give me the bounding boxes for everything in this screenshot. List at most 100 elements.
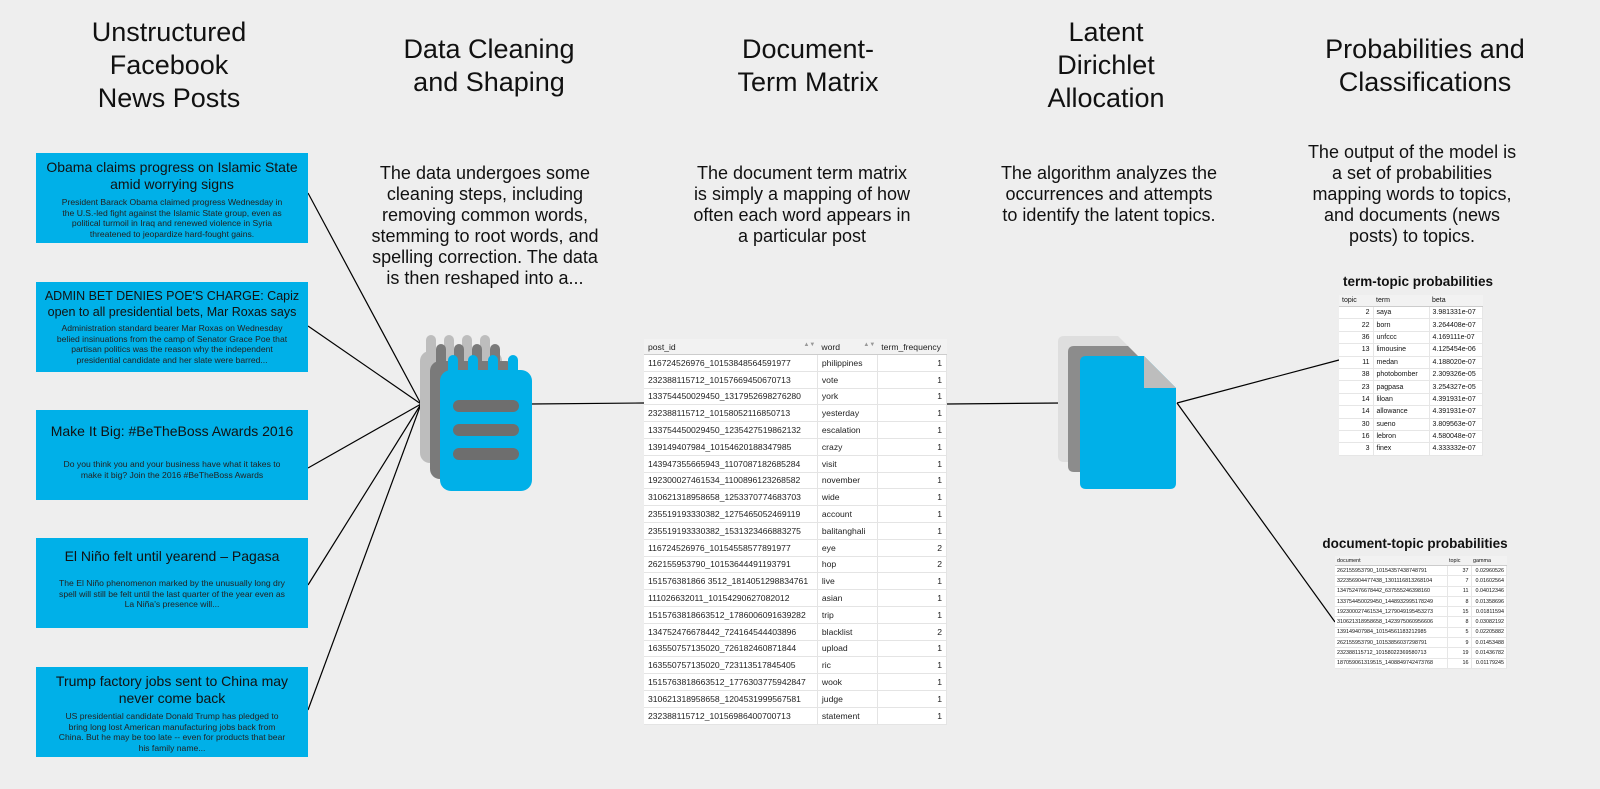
table-cell: wide — [817, 488, 878, 507]
table-cell: 1 — [877, 354, 948, 372]
table-cell: limousine — [1373, 343, 1430, 357]
table-cell: 0.04012346 — [1471, 586, 1507, 597]
table-cell: photobomber — [1373, 368, 1430, 382]
table-cell: 8 — [1447, 596, 1472, 608]
table-cell: 133754450029450_1317952698276280 — [644, 388, 818, 406]
column-header-gamma[interactable]: gamma — [1471, 556, 1507, 566]
table-cell: 1 — [877, 404, 948, 423]
table-cell: 134752476678442_637555246398160 — [1335, 586, 1448, 597]
table-cell: 7 — [1447, 575, 1472, 587]
sort-icon: ▲▼ — [863, 342, 876, 348]
column-header-term[interactable]: term — [1373, 295, 1429, 307]
table-cell: 2 — [877, 623, 948, 641]
table-cell: november — [817, 472, 878, 490]
document-topic-title: document-topic probabilities — [1322, 536, 1508, 551]
news-post-title: Trump factory jobs sent to China may nev… — [55, 673, 289, 706]
table-cell: 4.169111e-07 — [1429, 331, 1483, 345]
table-cell: 19 — [1447, 647, 1472, 659]
connector-post-5 — [307, 403, 422, 711]
table-cell: 0.03082192 — [1471, 616, 1507, 628]
table-cell: 4.580048e-07 — [1429, 430, 1483, 444]
table-cell: wook — [817, 673, 878, 691]
table-cell: balitanghali — [817, 522, 878, 540]
table-cell: pagpasa — [1373, 380, 1430, 394]
column-header-document[interactable]: document — [1335, 556, 1447, 566]
table-cell: 4.188020e-07 — [1429, 356, 1483, 369]
table-cell: medan — [1373, 356, 1430, 369]
table-cell: 1 — [877, 522, 948, 540]
table-cell: 139149407984_10154561183212985 — [1335, 627, 1448, 639]
table-cell: 0.01358696 — [1471, 596, 1507, 608]
notepad-stack-icon — [420, 335, 532, 491]
table-cell: 1 — [877, 488, 948, 507]
table-cell: escalation — [817, 421, 878, 439]
table-cell: 262155953790_10154357438748791 — [1335, 565, 1448, 577]
table-header-row: document topic gamma — [1335, 556, 1507, 566]
table-cell: 1 — [877, 455, 948, 473]
heading-lda: Latent Dirichlet Allocation — [1047, 17, 1165, 113]
table-cell: 0.01436782 — [1471, 647, 1507, 659]
table-cell: 232388115712_10156986400700713 — [644, 707, 818, 725]
table-cell: 143947355665943_1107087182685284 — [644, 455, 818, 473]
news-post-title: Obama claims progress on Islamic State a… — [46, 159, 298, 192]
connector-post-2 — [307, 325, 422, 405]
table-cell: 0.01179245 — [1471, 658, 1507, 669]
table-cell: 133754450029450_1448932995178249 — [1335, 596, 1448, 608]
table-cell: york — [817, 388, 878, 406]
table-cell: allowance — [1373, 405, 1430, 419]
column-header-beta[interactable]: beta — [1429, 295, 1483, 307]
document-stack-icon — [1058, 336, 1176, 489]
table-cell: 16 — [1447, 658, 1472, 669]
table-cell: 116724526976_10154558577891977 — [644, 539, 818, 557]
column-header-topic[interactable]: topic — [1339, 295, 1373, 307]
table-cell: 310621318958658_1423975060956606 — [1335, 616, 1448, 628]
term-topic-title: term-topic probabilities — [1342, 274, 1494, 289]
table-cell: 11 — [1447, 586, 1472, 597]
table-cell: unfccc — [1373, 331, 1430, 345]
table-cell: 4.333332e-07 — [1429, 442, 1483, 456]
column-header-topic[interactable]: topic — [1447, 556, 1471, 566]
table-cell: finex — [1373, 442, 1430, 456]
table-cell: born — [1373, 318, 1430, 332]
news-post-title: ADMIN BET DENIES POE'S CHARGE: Capiz ope… — [44, 289, 300, 319]
table-cell: 2.309326e-05 — [1429, 368, 1483, 382]
table-cell: 163550757135020_723113517845405 — [644, 656, 818, 675]
table-cell: 0.01811594 — [1471, 606, 1507, 618]
table-cell: lebron — [1373, 430, 1430, 444]
news-post-body: US presidential candidate Donald Trump h… — [58, 711, 286, 753]
column-header-term-frequency[interactable]: term_frequency — [877, 339, 947, 355]
table-cell: 16 — [1339, 430, 1374, 444]
news-post-card: Obama claims progress on Islamic State a… — [36, 153, 308, 243]
column-header-post-id[interactable]: post_id▲▼ — [644, 339, 818, 355]
table-cell: 4.125454e-06 — [1429, 343, 1483, 357]
column-header-word[interactable]: word▲▼ — [817, 339, 878, 355]
table-header-row: post_id▲▼ word▲▼ term_frequency — [644, 339, 947, 355]
table-cell: sueno — [1373, 418, 1430, 431]
table-cell: 3.264408e-07 — [1429, 318, 1483, 332]
table-cell: judge — [817, 690, 878, 708]
table-cell: 36 — [1339, 331, 1374, 345]
news-post-body: Do you think you and your business have … — [63, 459, 281, 480]
table-cell: 133754450029450_1235427519862132 — [644, 421, 818, 439]
table-cell: 1 — [877, 505, 948, 523]
table-cell: 3 — [1339, 442, 1374, 456]
